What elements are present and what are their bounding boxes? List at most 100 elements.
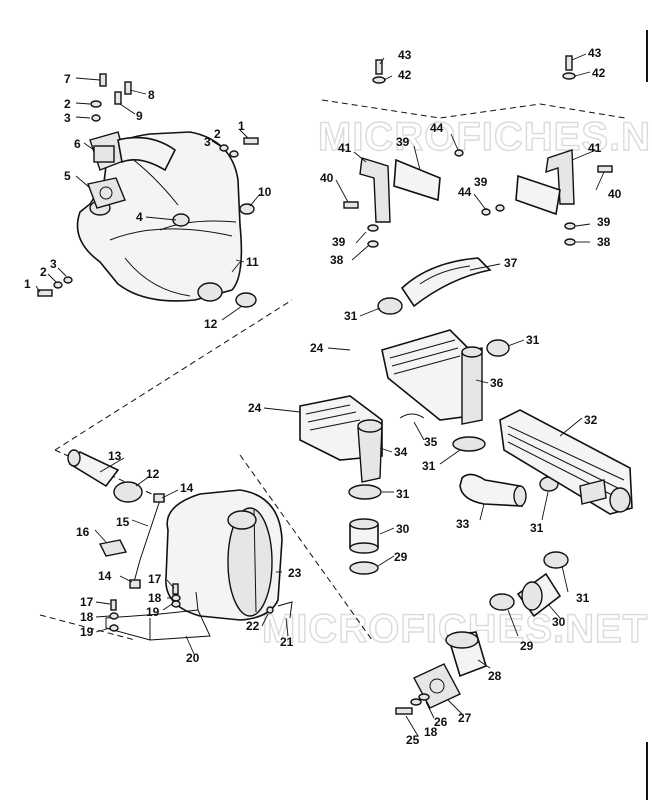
manifold-gasket [87,177,126,209]
callout-31: 31 [422,459,436,473]
callout-8: 8 [148,88,155,102]
callout-19: 19 [80,625,94,639]
tail-pipe-13 [67,449,120,488]
callout-29: 29 [394,550,408,564]
callout-18: 18 [424,725,438,739]
cooling-tube-35 [399,413,425,419]
callout-19: 19 [146,605,160,619]
rubber-hose-37 [400,257,492,308]
callout-25: 25 [406,733,420,747]
page-edge-mark-bottom [646,742,648,800]
callout-21: 21 [280,635,294,649]
exhaust-manifold [89,131,177,172]
callout-30: 30 [552,615,566,629]
callout-41: 41 [338,141,352,155]
callout-20: 20 [186,651,200,665]
support-bracket-20 [105,591,211,641]
callout-24: 24 [248,401,262,415]
callout-39: 39 [474,175,488,189]
callout-40: 40 [320,171,334,185]
callout-2: 2 [64,97,71,111]
callout-39: 39 [332,235,346,249]
callout-43: 43 [398,48,412,62]
callout-42: 42 [592,66,606,80]
callout-38: 38 [597,235,611,249]
callout-24: 24 [310,341,324,355]
callout-34: 34 [394,445,408,459]
callout-12: 12 [146,467,160,481]
callout-40: 40 [608,187,622,201]
callout-27: 27 [458,711,472,725]
callout-17: 17 [80,595,94,609]
callout-31: 31 [526,333,540,347]
callout-43: 43 [588,46,602,60]
flange-bolt-hardware [395,693,430,715]
callout-15: 15 [116,515,130,529]
callout-32: 32 [584,413,598,427]
callout-44: 44 [430,121,444,135]
callout-5: 5 [64,169,71,183]
callout-11: 11 [246,255,259,269]
rubber-block-16 [98,539,128,557]
watermark-bottom: MICROFICHES.NET [262,607,648,651]
callout-13: 13 [108,449,122,463]
callout-7: 7 [64,72,71,86]
callout-31: 31 [396,487,410,501]
callout-18: 18 [148,591,162,605]
callout-42: 42 [398,68,412,82]
callout-4: 4 [136,210,143,224]
callout-36: 36 [490,376,504,390]
callout-12: 12 [204,317,218,331]
callout-2: 2 [214,127,221,141]
upper-mounting-brackets [343,55,613,248]
callout-31: 31 [344,309,358,323]
callout-23: 23 [288,566,302,580]
manifold-bolts [37,73,259,297]
water-cooler-finned-36 [381,329,483,425]
sleeve-30-lower [516,572,562,618]
callout-9: 9 [136,109,143,123]
callout-41: 41 [588,141,602,155]
resonator-23 [165,489,283,621]
callout-1: 1 [24,277,31,291]
callout-26: 26 [434,715,448,729]
callout-39: 39 [396,135,410,149]
callout-33: 33 [456,517,470,531]
page-edge-mark-top [646,30,648,82]
water-box-32 [499,409,633,515]
callout-35: 35 [424,435,438,449]
callout-30: 30 [396,522,410,536]
callout-3: 3 [50,257,57,271]
callout-29: 29 [520,639,534,653]
callout-2: 2 [40,265,47,279]
outlet-fitting-28 [445,631,487,678]
callout-31: 31 [576,591,590,605]
callout-31: 31 [530,521,544,535]
callout-6: 6 [74,137,81,151]
sleeve-30-upper [349,518,379,554]
callout-16: 16 [76,525,90,539]
callout-3: 3 [64,111,71,125]
muffler-expansion-chamber [76,131,255,302]
callout-14: 14 [98,569,112,583]
callout-22: 22 [246,619,260,633]
callout-44: 44 [458,185,472,199]
callout-38: 38 [330,253,344,267]
drain-hose [129,493,165,589]
watermark-top: MICROFICHES.NET [318,115,652,159]
muffler-outlet-clamp [235,292,257,308]
callout-37: 37 [504,256,518,270]
callout-10: 10 [258,185,272,199]
water-cooler-finned-lower [299,395,383,483]
callout-1: 1 [238,119,245,133]
elbow-hose-33 [459,473,527,507]
callout-18: 18 [80,610,94,624]
callout-28: 28 [488,669,502,683]
callout-14: 14 [180,481,194,495]
callout-17: 17 [148,572,162,586]
leader-lines [35,53,605,737]
callout-3: 3 [204,135,211,149]
hose-clamps [113,297,569,611]
callout-39: 39 [597,215,611,229]
